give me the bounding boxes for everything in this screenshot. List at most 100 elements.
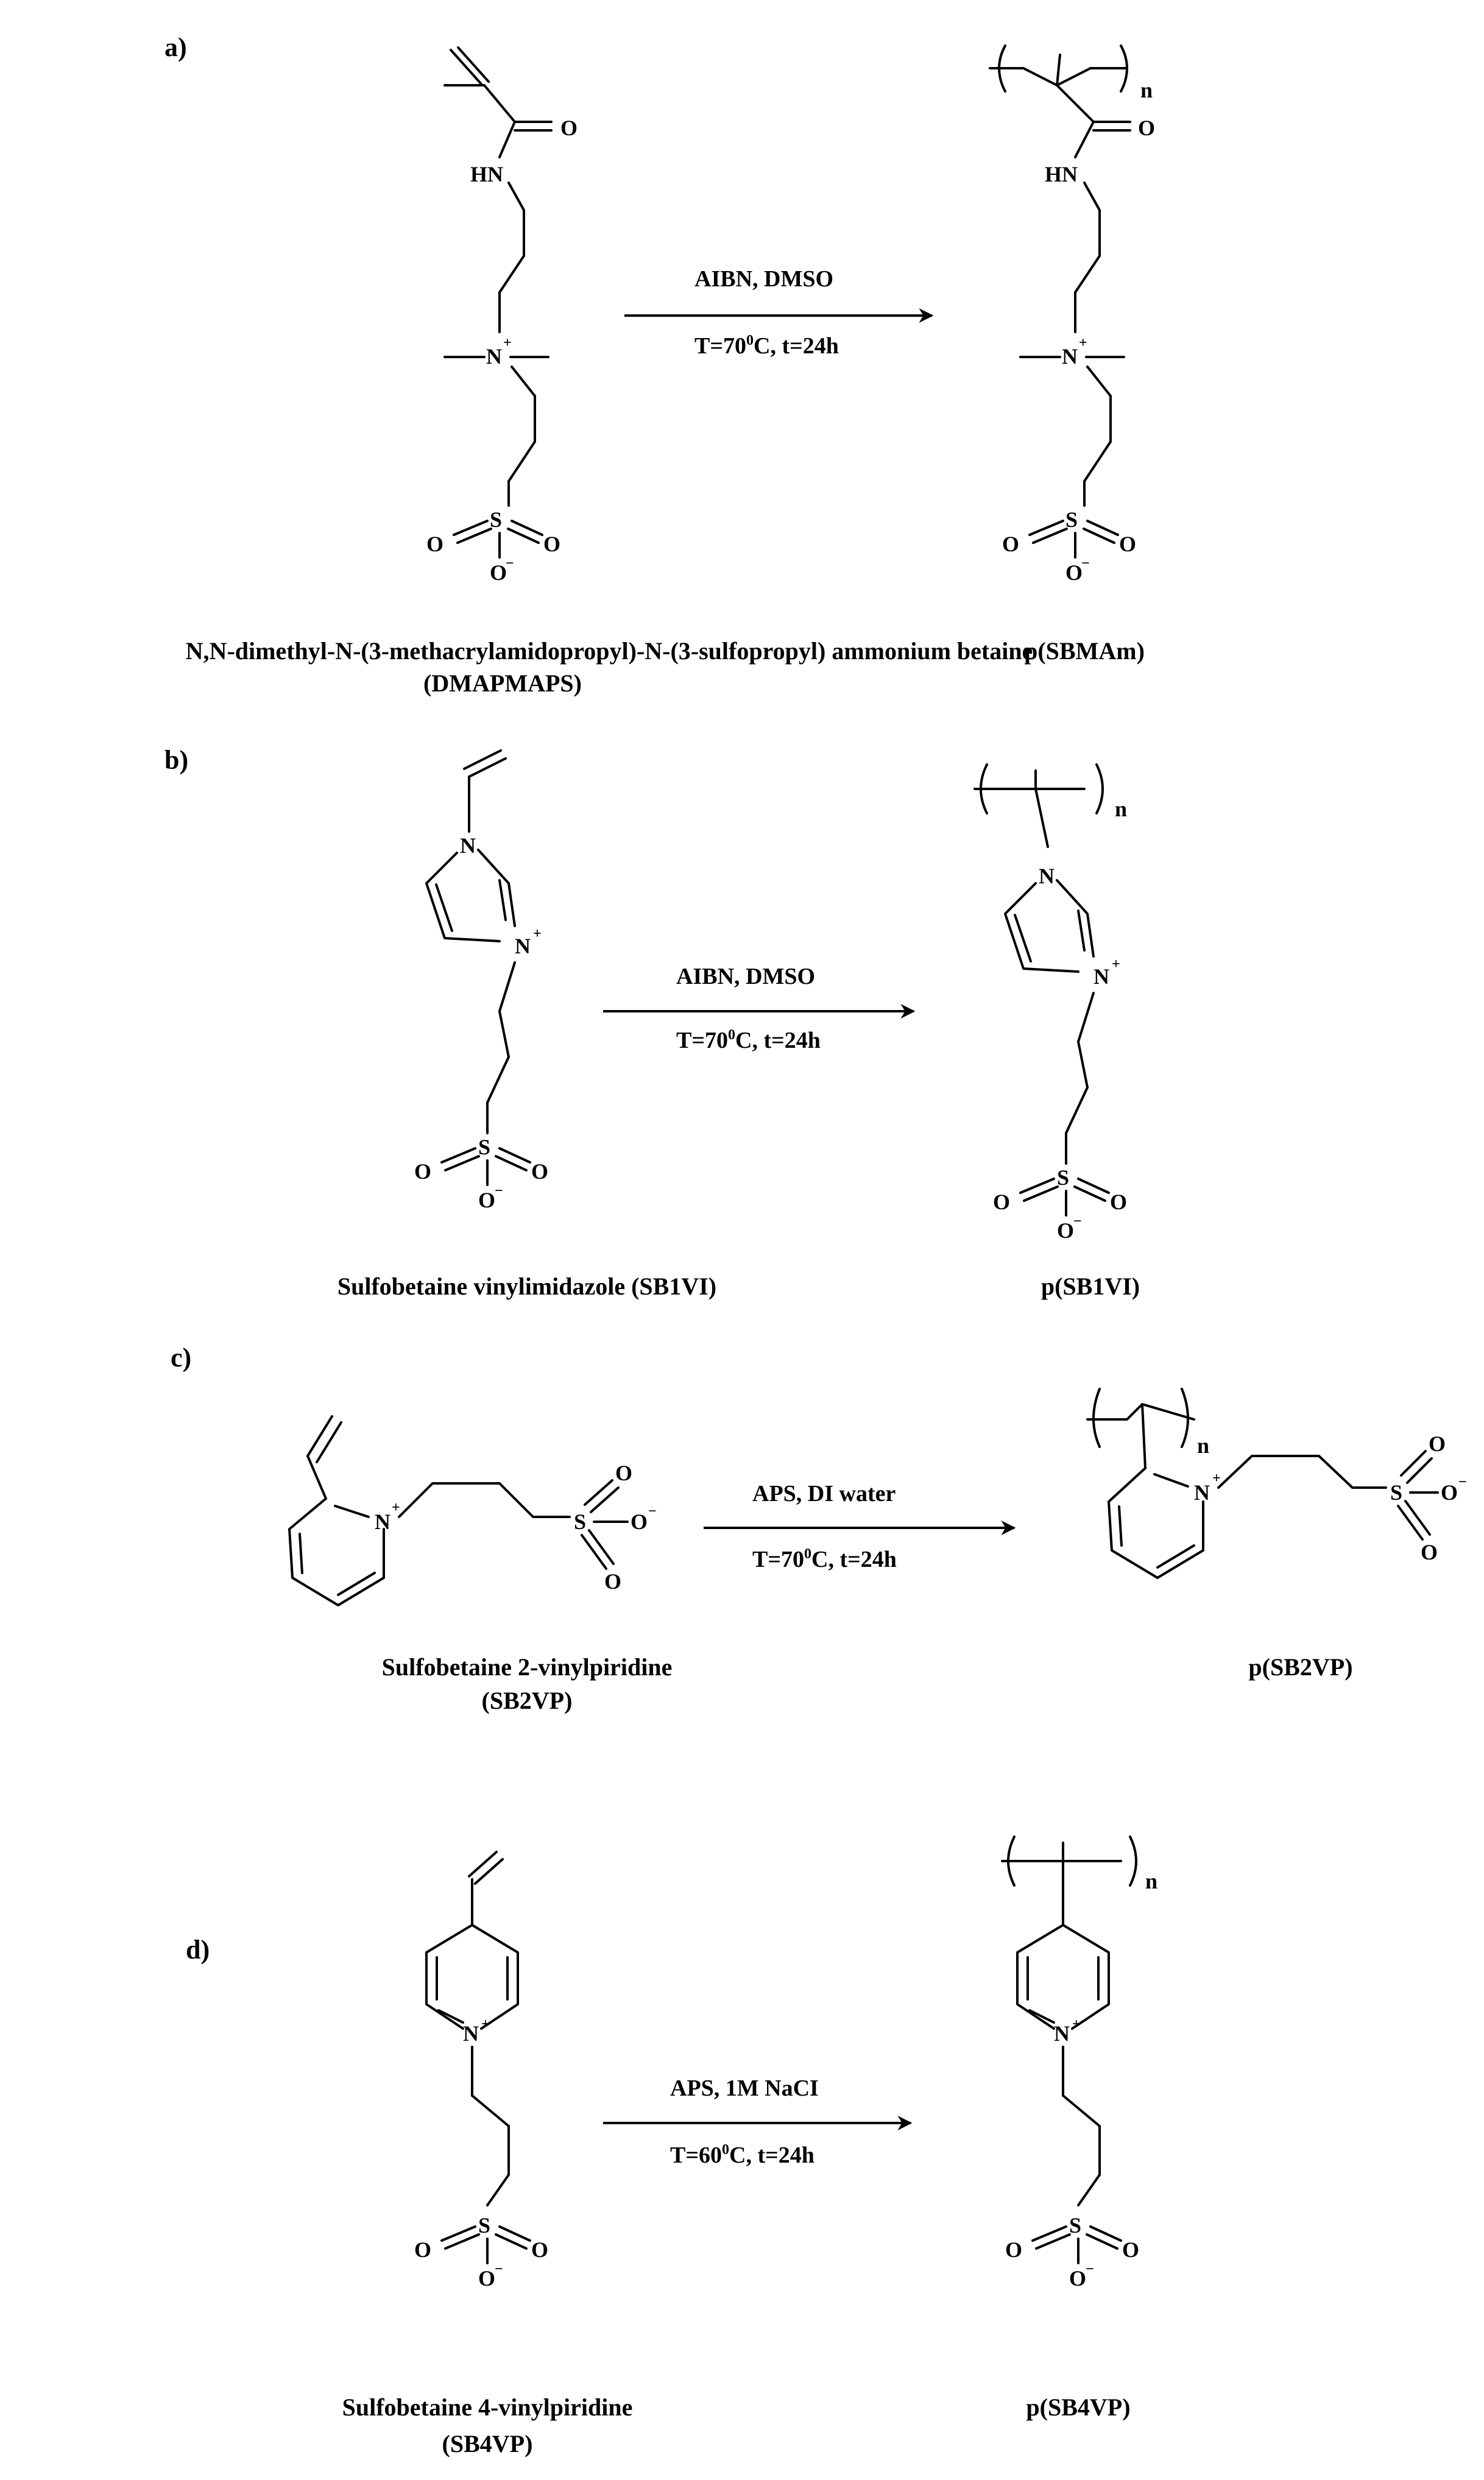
poly-imidazole-charge: + xyxy=(1112,956,1120,972)
sulfonate-charge: − xyxy=(506,556,514,571)
imidazole-n3: N xyxy=(515,934,531,958)
pyridinium-charge-c: + xyxy=(392,1500,400,1516)
imidazole-n1: N xyxy=(460,833,476,858)
panel-c-conditions: T=700C, t=24h xyxy=(752,1546,897,1572)
poly-sb4vp-o-right: O xyxy=(1122,2238,1139,2262)
sb2vp-s: S xyxy=(574,1510,586,1534)
poly-pyridinium-charge-d: + xyxy=(1072,2016,1081,2032)
poly-amide-nh: HN xyxy=(1045,162,1078,186)
poly-sb4vp-o-minus: O xyxy=(1069,2266,1086,2291)
repeat-n-a: n xyxy=(1140,78,1153,102)
poly-sb4vp-charge: − xyxy=(1086,2261,1094,2277)
panel-a-reagents: AIBN, DMSO xyxy=(694,266,833,292)
ammonium-charge: + xyxy=(503,335,512,351)
repeat-n-d: n xyxy=(1145,1869,1157,1893)
panel-a-polymer-name: p(SBMAm) xyxy=(1024,637,1145,665)
poly-sb2vp-o-bottom: O xyxy=(1421,1540,1438,1564)
sb1vi-structure: N N + S O O O − xyxy=(414,749,548,1212)
sb1vi-s: S xyxy=(478,1135,490,1159)
sulfonate-o-left: O xyxy=(426,532,443,556)
sb1vi-o-right: O xyxy=(531,1159,548,1184)
panel-a-letter: a) xyxy=(164,32,187,62)
poly-carbonyl-oxygen: O xyxy=(1138,116,1155,140)
sb4vp-s: S xyxy=(478,2213,490,2238)
sulfonate-o-right: O xyxy=(543,532,560,556)
panel-c: c) N + S O O − O APS, DI water T=700C, t… xyxy=(171,1343,1467,1714)
carbonyl-oxygen: O xyxy=(560,116,578,140)
imidazole-charge: + xyxy=(533,926,542,942)
repeat-n-c: n xyxy=(1197,1433,1209,1458)
panel-d-reagents: APS, 1M NaCI xyxy=(670,2075,819,2101)
panel-a-conditions: T=700C, t=24h xyxy=(694,333,839,359)
poly-sb1vi-o-right: O xyxy=(1110,1190,1127,1214)
poly-sb2vp-s: S xyxy=(1390,1480,1402,1505)
panel-c-letter: c) xyxy=(171,1343,191,1372)
panel-c-reagents: APS, DI water xyxy=(752,1481,896,1507)
poly-imidazole-n3: N xyxy=(1094,964,1109,989)
ammonium-n: N xyxy=(486,344,502,369)
poly-pyridinium-n-d: N xyxy=(1054,2021,1070,2046)
sulfonate-o-minus: O xyxy=(490,560,507,585)
sb4vp-o-right: O xyxy=(531,2238,548,2262)
panel-d-monomer-name: Sulfobetaine 4-vinylpiridine xyxy=(342,2393,633,2421)
poly-sulfonate-o-left: O xyxy=(1002,532,1019,556)
panel-b-conditions: T=700C, t=24h xyxy=(676,1027,821,1053)
sb1vi-o-minus: O xyxy=(478,1188,495,1212)
sb4vp-o-minus: O xyxy=(478,2266,495,2291)
pyridinium-n-c: N xyxy=(375,1510,390,1534)
panel-c-monomer-abbrev: (SB2VP) xyxy=(482,1687,573,1714)
psbmam-structure: n O HN N + S O O O xyxy=(989,44,1155,585)
sb1vi-o-left: O xyxy=(414,1159,431,1184)
amide-nh: HN xyxy=(470,162,503,186)
pyridinium-n-d: N xyxy=(463,2021,479,2046)
panel-c-monomer-name: Sulfobetaine 2-vinylpiridine xyxy=(382,1653,673,1681)
poly-ammonium-n: N xyxy=(1062,344,1078,369)
panel-d-polymer-name: p(SB4VP) xyxy=(1026,2393,1130,2421)
sb4vp-charge: − xyxy=(495,2261,503,2277)
panel-d: d) N + S O O O − APS, 1M NaCI xyxy=(186,1835,1157,2457)
poly-ammonium-charge: + xyxy=(1079,335,1087,351)
poly-sb4vp-o-left: O xyxy=(1005,2238,1022,2262)
panel-b-reagents: AIBN, DMSO xyxy=(676,964,815,989)
panel-b-polymer-name: p(SB1VI) xyxy=(1041,1273,1140,1300)
sb2vp-charge: − xyxy=(648,1503,657,1519)
panel-c-polymer-name: p(SB2VP) xyxy=(1248,1653,1352,1681)
repeat-n-b: n xyxy=(1115,797,1127,821)
poly-sb1vi-o-minus: O xyxy=(1057,1218,1074,1243)
sb2vp-o-top: O xyxy=(615,1461,632,1485)
panel-b-letter: b) xyxy=(164,745,188,775)
poly-sulfonate-charge: − xyxy=(1081,556,1090,571)
poly-pyridinium-charge-c: + xyxy=(1212,1471,1221,1486)
poly-sb1vi-o-left: O xyxy=(993,1190,1010,1214)
poly-imidazole-n1: N xyxy=(1039,864,1055,888)
poly-sb2vp-o-top: O xyxy=(1429,1432,1446,1456)
poly-sb4vp-s: S xyxy=(1069,2213,1081,2238)
panel-d-monomer-abbrev: (SB4VP) xyxy=(442,2430,533,2457)
psb1vi-structure: n N N + S O O O − xyxy=(973,763,1127,1243)
panel-a: a) O HN N + S O xyxy=(164,32,1155,697)
sb4vp-o-left: O xyxy=(414,2238,431,2262)
poly-sulfonate-s: S xyxy=(1065,507,1078,532)
poly-sulfonate-o-minus: O xyxy=(1065,560,1083,585)
sb4vp-structure: N + S O O O − xyxy=(414,1851,548,2291)
panel-a-monomer-abbrev: (DMAPMAPS) xyxy=(423,669,582,697)
poly-sb2vp-o-minus: O xyxy=(1441,1480,1458,1505)
sb2vp-o-bottom: O xyxy=(604,1569,621,1594)
panel-d-letter: d) xyxy=(186,1935,210,1965)
sb2vp-o-minus: O xyxy=(631,1510,648,1534)
panel-b-monomer-name: Sulfobetaine vinylimidazole (SB1VI) xyxy=(337,1273,716,1300)
psb4vp-structure: n N + S O O O − xyxy=(1001,1835,1157,2291)
panel-d-conditions: T=600C, t=24h xyxy=(670,2142,814,2168)
sb2vp-structure: N + S O O − O xyxy=(288,1415,657,1606)
poly-sb2vp-charge: − xyxy=(1458,1474,1467,1490)
dmapmaps-structure: O HN N + S O O O − xyxy=(426,46,578,585)
poly-pyridinium-n-c: N xyxy=(1194,1480,1210,1505)
psb2vp-structure: n N + S O O − O xyxy=(1086,1388,1467,1579)
poly-sb1vi-s: S xyxy=(1057,1165,1069,1190)
pyridinium-charge-d: + xyxy=(481,2016,490,2032)
sb1vi-charge: − xyxy=(495,1183,503,1199)
sulfonate-s: S xyxy=(490,507,502,532)
panel-a-monomer-name: N,N-dimethyl-N-(3-methacrylamidopropyl)-… xyxy=(186,637,1033,665)
panel-b: b) N N + S O O O − AIBN, xyxy=(164,745,1140,1300)
